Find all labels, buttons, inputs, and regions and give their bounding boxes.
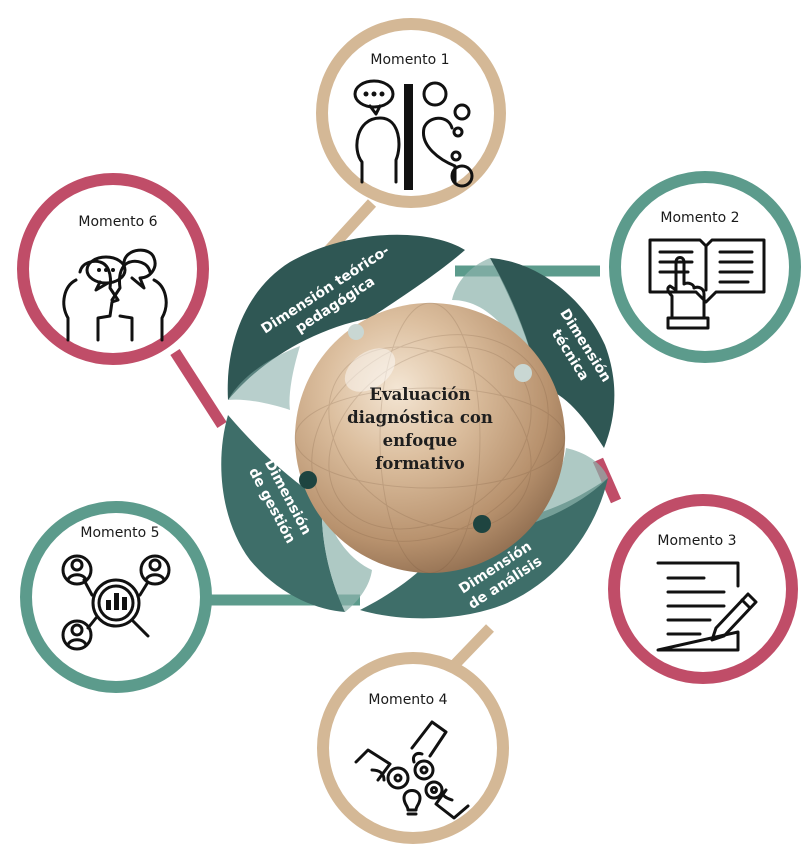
center-title: Evaluación diagnóstica con enfoque forma… — [347, 385, 493, 473]
moment-2: Momento 2 — [609, 171, 801, 363]
open-book-hand-icon — [648, 238, 766, 330]
people-dialogue-divider-icon — [353, 79, 474, 190]
center-title-line-3: enfoque — [383, 431, 458, 450]
moment-6: Momento 6 — [17, 173, 209, 365]
moment-4-label: Momento 4 — [368, 692, 447, 708]
moment-2-label: Momento 2 — [660, 210, 739, 226]
blade-dot-tecnica — [514, 364, 532, 382]
connector-momento-6 — [170, 349, 227, 428]
people-analysis-magnifier-icon — [61, 554, 171, 651]
blade-analisis-inner — [510, 448, 608, 530]
blade-dot-analisis — [473, 515, 491, 533]
two-heads-speech-icon — [62, 248, 168, 342]
hands-gears-bulb-icon — [354, 720, 470, 820]
moment-1-label: Momento 1 — [370, 52, 449, 68]
blade-dot-teorico — [348, 324, 364, 340]
document-pencil-icon — [656, 561, 758, 652]
moment-3: Momento 3 — [608, 494, 798, 684]
blade-dot-gestion — [299, 471, 317, 489]
moment-5: Momento 5 — [20, 501, 212, 693]
central-sphere — [295, 303, 565, 573]
blade-teorico-pedagogica-inner — [228, 346, 300, 410]
moment-4: Momento 4 — [317, 652, 509, 844]
center-title-line-2: diagnóstica con — [347, 408, 493, 427]
moment-3-ring — [608, 494, 798, 684]
blade-tecnica-inner — [452, 258, 540, 388]
center-title-line-1: Evaluación — [369, 385, 470, 404]
blade-gestion — [221, 415, 345, 612]
moment-3-label: Momento 3 — [657, 533, 736, 549]
moment-1: Momento 1 — [316, 18, 506, 208]
sphere-highlight — [344, 348, 396, 392]
blade-teorico-pedagogica — [227, 234, 465, 400]
blade-gestion-inner — [321, 500, 372, 612]
moment-5-label: Momento 5 — [80, 525, 159, 541]
blade-tecnica — [490, 258, 615, 448]
central-blades: Dimensión teórico- pedagógica Dimensión … — [221, 234, 615, 619]
center-title-line-4: formativo — [375, 454, 464, 473]
moment-6-label: Momento 6 — [78, 214, 157, 230]
